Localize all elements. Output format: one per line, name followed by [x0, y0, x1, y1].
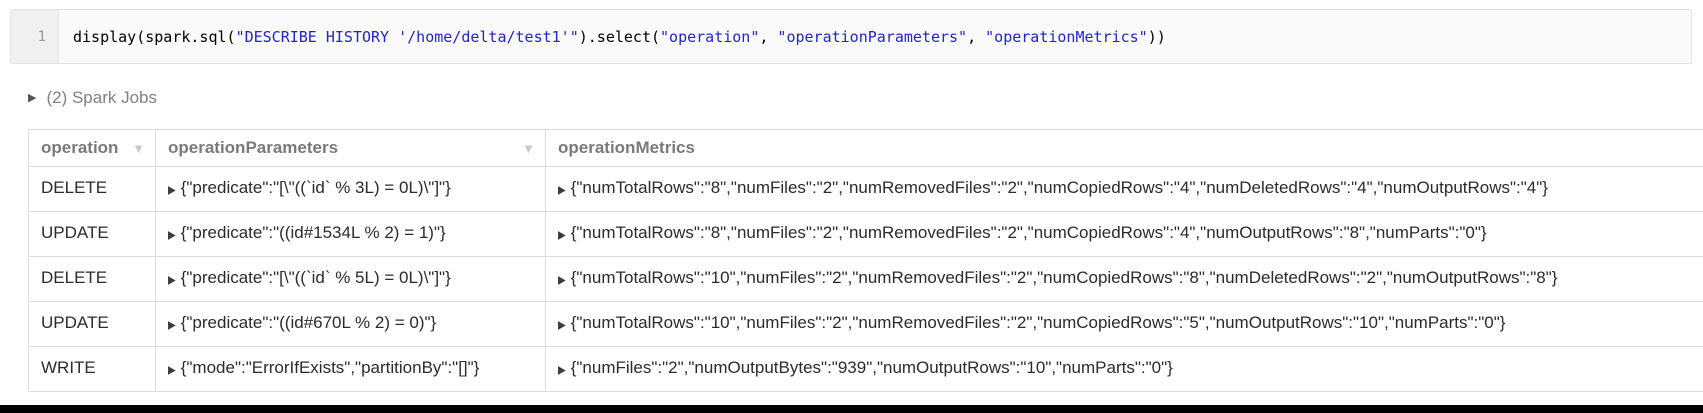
table-row: DELETE ▶ {"predicate":"[\"((`id` % 3L) = 0… — [28, 166, 1703, 212]
json-value: {"predicate":"((id#670L % 2) = 0)"} — [180, 313, 437, 332]
json-value: {"mode":"ErrorIfExists","partitionBy":"[… — [180, 358, 480, 377]
operation-parameters-cell: ▶ {"predicate":"((id#1534L % 2) = 1)"} — [155, 211, 546, 257]
table-header-row: operation ▼ operationParameters ▼ operat… — [28, 129, 1703, 167]
window-bottom-edge — [0, 405, 1703, 413]
operation-parameters-cell: ▶ {"predicate":"[\"((`id` % 5L) = 0L)\"]"… — [155, 256, 546, 302]
expand-json-icon[interactable]: ▶ — [558, 364, 566, 377]
expand-json-icon[interactable]: ▶ — [558, 274, 566, 287]
column-header-label: operationParameters — [168, 138, 339, 157]
code-token: , — [967, 27, 986, 46]
code-token: "DESCRIBE HISTORY '/home/delta/test1'" — [235, 27, 579, 46]
operation-metrics-cell: ▶ {"numTotalRows":"10","numFiles":"2","nu… — [545, 256, 1703, 302]
code-token: display(spark.sql( — [73, 27, 236, 46]
table-row: WRITE ▶ {"mode":"ErrorIfExists","partition… — [28, 346, 1703, 392]
code-token: ).select( — [578, 27, 661, 46]
line-number: 1 — [37, 28, 46, 45]
expand-json-icon[interactable]: ▶ — [168, 319, 176, 332]
operation-cell: DELETE — [28, 256, 156, 302]
operation-parameters-cell: ▶ {"mode":"ErrorIfExists","partitionBy":"… — [155, 346, 546, 392]
code-token: "operationMetrics" — [985, 27, 1148, 46]
table-row: UPDATE ▶ {"predicate":"((id#1534L % 2) = 1… — [28, 211, 1703, 257]
collapse-triangle-icon: ▶ — [28, 91, 37, 104]
operation-cell: DELETE — [28, 166, 156, 212]
table-row: DELETE ▶ {"predicate":"[\"((`id` % 5L) = 0… — [28, 256, 1703, 302]
spark-jobs-toggle[interactable]: ▶ (2) Spark Jobs — [28, 88, 157, 108]
results-table-container: operation ▼ operationParameters ▼ operat… — [28, 129, 1703, 392]
json-value: {"numTotalRows":"8","numFiles":"2","numR… — [570, 223, 1487, 242]
expand-json-icon[interactable]: ▶ — [168, 274, 176, 287]
results-table: operation ▼ operationParameters ▼ operat… — [28, 129, 1703, 392]
operation-metrics-cell: ▶ {"numFiles":"2","numOutputBytes":"939",… — [545, 346, 1703, 392]
column-header-operation-metrics[interactable]: operationMetrics — [545, 129, 1703, 167]
expand-json-icon[interactable]: ▶ — [558, 229, 566, 242]
code-editor-line[interactable]: display(spark.sql("DESCRIBE HISTORY '/ho… — [59, 10, 1691, 63]
code-token: , — [759, 27, 778, 46]
json-value: {"numTotalRows":"10","numFiles":"2","num… — [570, 313, 1506, 332]
expand-json-icon[interactable]: ▶ — [168, 229, 176, 242]
column-header-label: operationMetrics — [558, 138, 695, 157]
column-header-operation[interactable]: operation ▼ — [28, 129, 156, 167]
code-token: "operation" — [660, 27, 760, 46]
operation-parameters-cell: ▶ {"predicate":"((id#670L % 2) = 0)"} — [155, 301, 546, 347]
table-row: UPDATE ▶ {"predicate":"((id#670L % 2) = 0)… — [28, 301, 1703, 347]
json-value: {"numTotalRows":"10","numFiles":"2","num… — [570, 268, 1558, 287]
expand-json-icon[interactable]: ▶ — [168, 184, 176, 197]
column-header-label: operation — [41, 138, 119, 157]
expand-json-icon[interactable]: ▶ — [558, 184, 566, 197]
json-value: {"numFiles":"2","numOutputBytes":"939","… — [570, 358, 1173, 377]
operation-cell: UPDATE — [28, 301, 156, 347]
json-value: {"numTotalRows":"8","numFiles":"2","numR… — [570, 178, 1548, 197]
operation-cell: WRITE — [28, 346, 156, 392]
column-header-operation-parameters[interactable]: operationParameters ▼ — [155, 129, 546, 167]
json-value: {"predicate":"((id#1534L % 2) = 1)"} — [180, 223, 446, 242]
code-token: "operationParameters" — [777, 27, 968, 46]
operation-parameters-cell: ▶ {"predicate":"[\"((`id` % 3L) = 0L)\"]"… — [155, 166, 546, 212]
code-token: )) — [1147, 27, 1166, 46]
expand-json-icon[interactable]: ▶ — [558, 319, 566, 332]
sort-icon[interactable]: ▼ — [522, 140, 535, 156]
code-cell[interactable]: 1 display(spark.sql("DESCRIBE HISTORY '/… — [10, 9, 1692, 64]
operation-cell: UPDATE — [28, 211, 156, 257]
sort-icon[interactable]: ▼ — [132, 140, 145, 156]
spark-jobs-label: (2) Spark Jobs — [46, 88, 158, 107]
json-value: {"predicate":"[\"((`id` % 3L) = 0L)\"]"} — [180, 178, 451, 197]
operation-metrics-cell: ▶ {"numTotalRows":"8","numFiles":"2","num… — [545, 211, 1703, 257]
expand-json-icon[interactable]: ▶ — [168, 364, 176, 377]
line-number-gutter: 1 — [11, 10, 59, 63]
operation-metrics-cell: ▶ {"numTotalRows":"10","numFiles":"2","nu… — [545, 301, 1703, 347]
operation-metrics-cell: ▶ {"numTotalRows":"8","numFiles":"2","num… — [545, 166, 1703, 212]
json-value: {"predicate":"[\"((`id` % 5L) = 0L)\"]"} — [180, 268, 451, 287]
